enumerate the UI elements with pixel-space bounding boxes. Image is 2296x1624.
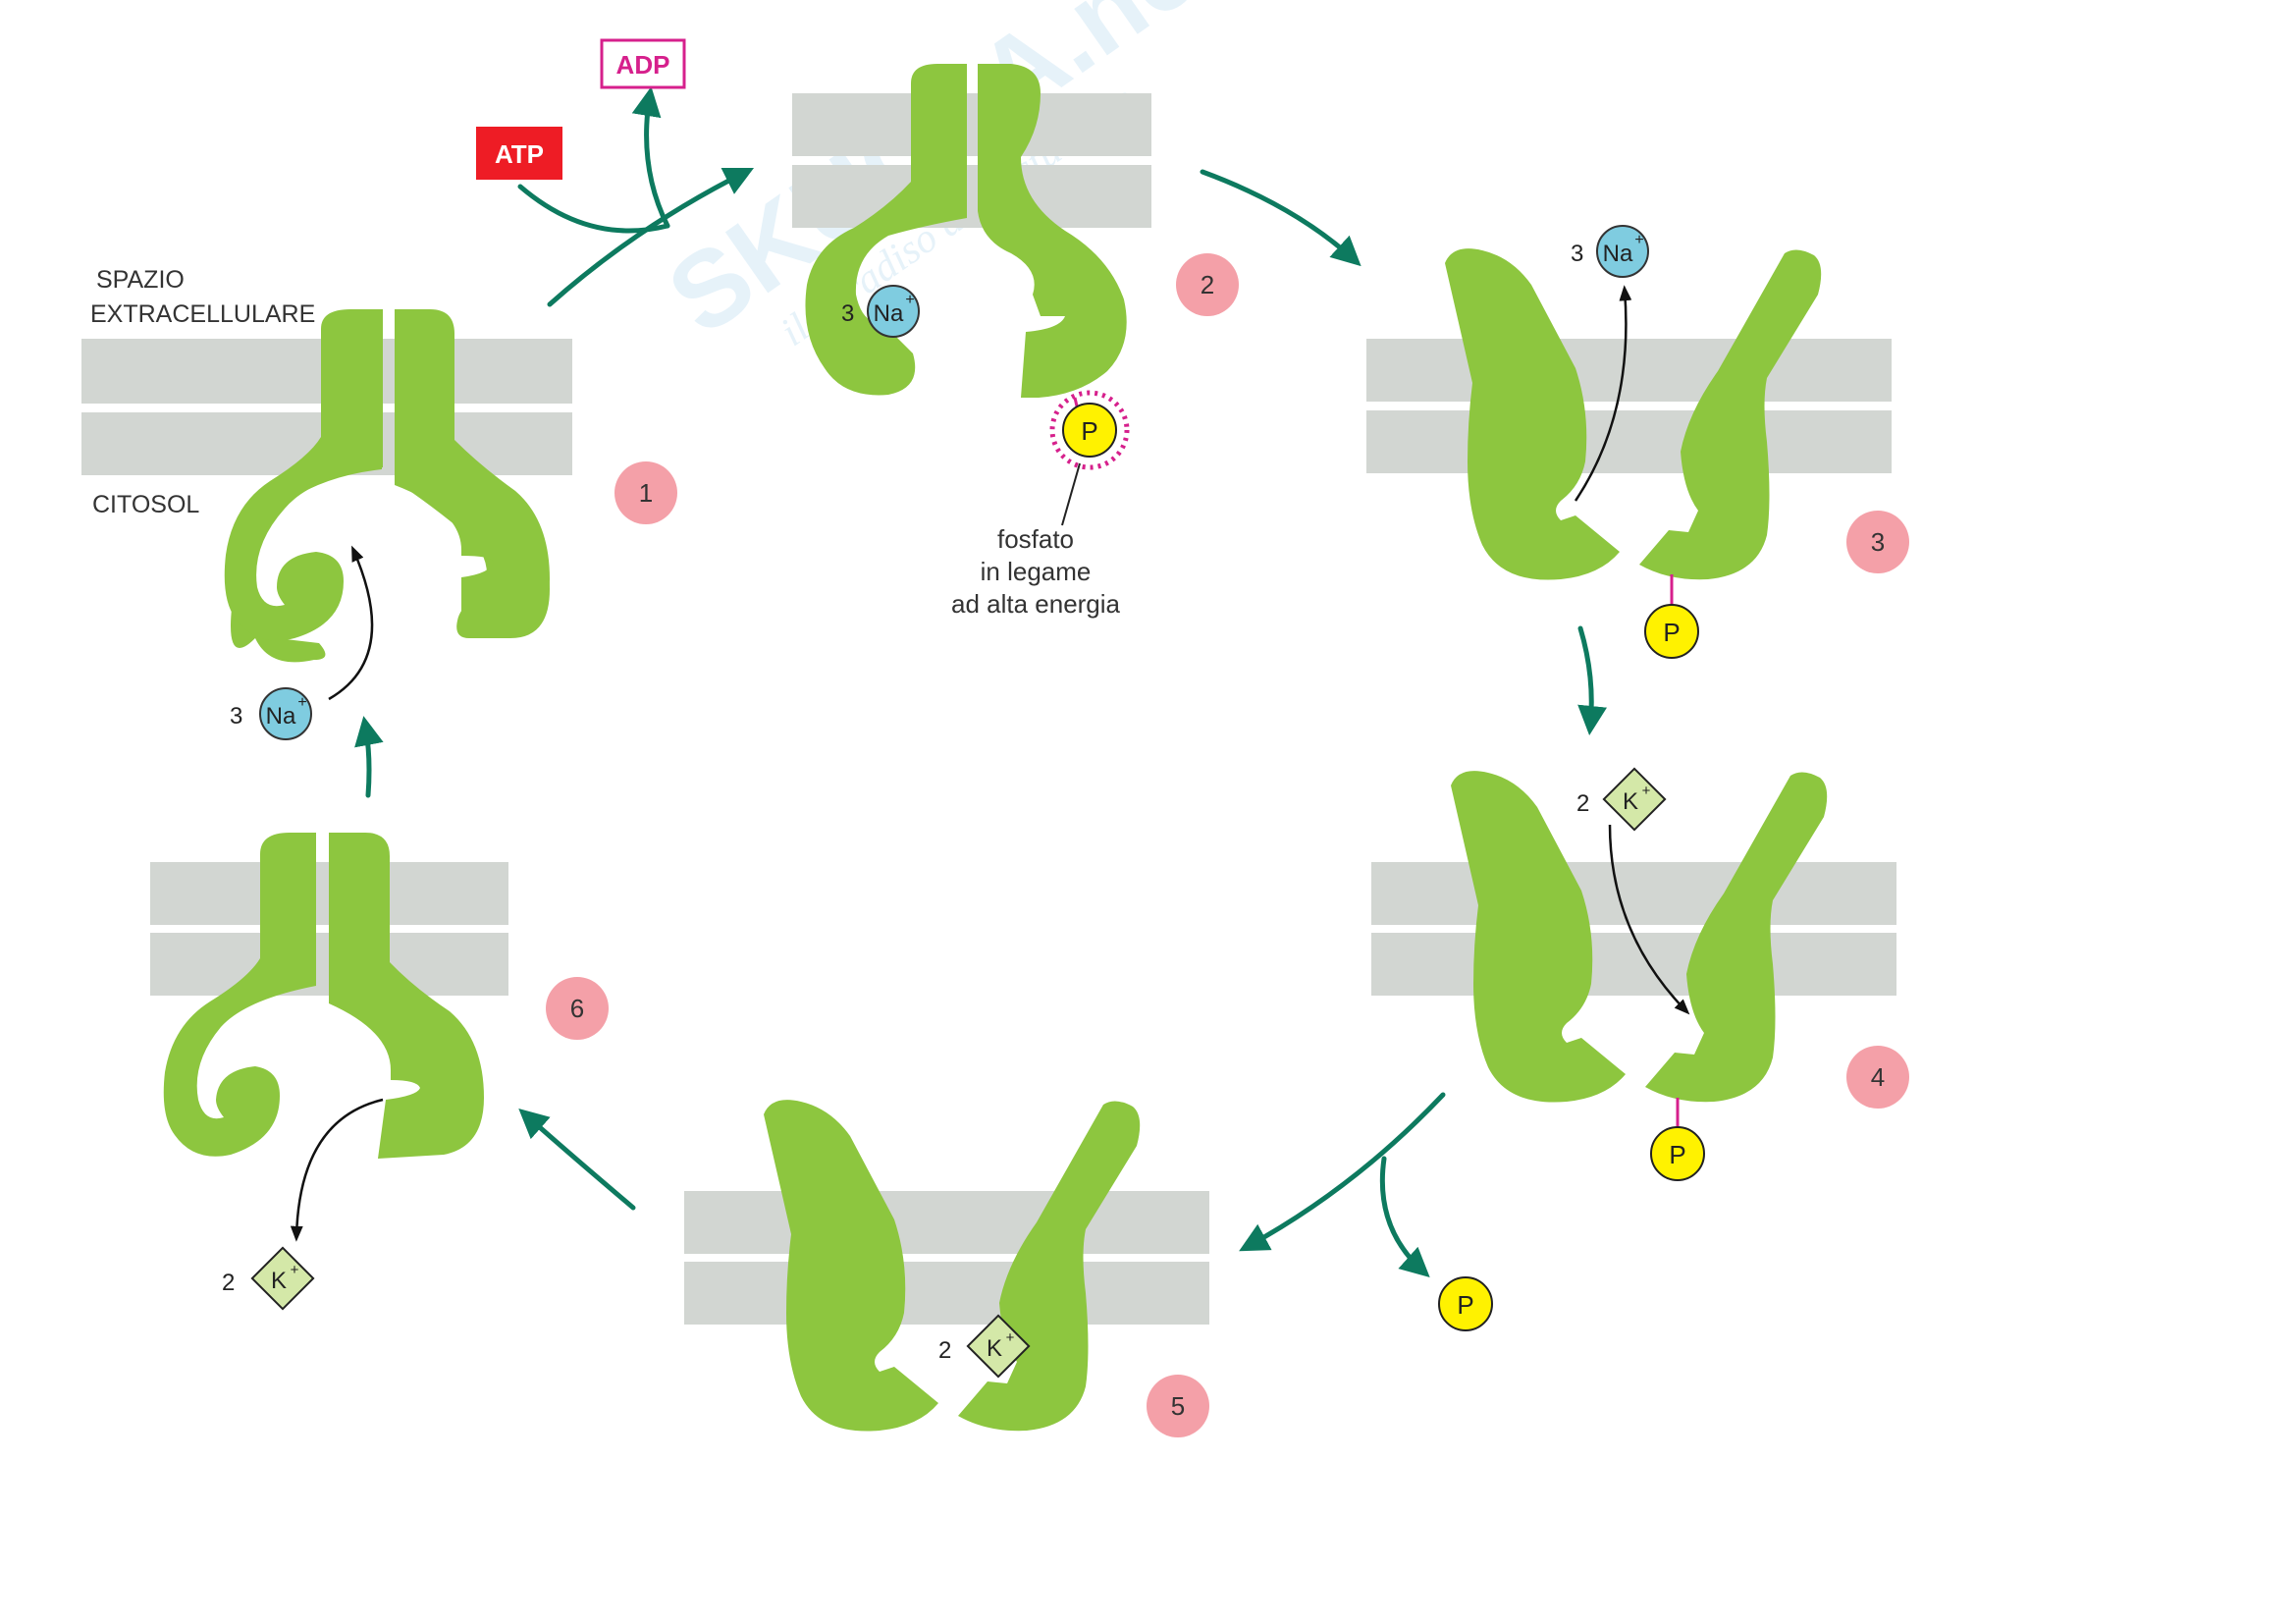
potassium-symbol-step-6: K <box>271 1268 287 1294</box>
phosphate-symbol-step-2: P <box>1081 416 1097 446</box>
potassium-count-step-5: 2 <box>938 1337 951 1364</box>
sodium-ions-step-3: 3 Na + <box>1571 225 1649 278</box>
sodium-release-arrow-3 <box>1574 285 1632 502</box>
sodium-count-step-3: 3 <box>1571 241 1583 267</box>
potassium-charge-step-5: + <box>1006 1329 1015 1346</box>
cytosol-label: CITOSOL <box>92 491 199 518</box>
step-number-5: 5 <box>1171 1391 1185 1421</box>
pump-1-right-body <box>395 309 550 636</box>
sodium-count-step-2: 3 <box>841 300 854 327</box>
pump-5-left-body <box>764 1100 938 1432</box>
pump-3-left-body <box>1445 248 1620 580</box>
phosphate-symbol-released: P <box>1457 1290 1473 1320</box>
membranes <box>81 93 1896 1325</box>
potassium-symbol-step-4: K <box>1623 788 1638 815</box>
membrane-2-outer <box>792 93 1151 156</box>
phosphate-step-4: P <box>1650 1098 1705 1181</box>
pump-3-right-body <box>1639 249 1822 580</box>
step-number-3: 3 <box>1871 527 1885 557</box>
potassium-charge-step-4: + <box>1642 783 1651 799</box>
membrane-3-inner <box>1366 410 1892 473</box>
phosphate-step-3: P <box>1644 574 1699 659</box>
pump-6-left-body <box>163 833 316 1157</box>
adp-box: ADP <box>600 38 686 89</box>
membrane-4-inner <box>1371 933 1896 996</box>
step-number-1: 1 <box>639 478 653 508</box>
step-number-6: 6 <box>570 994 584 1023</box>
potassium-ions-step-4: 2 K + <box>1576 767 1667 832</box>
membrane-3-outer <box>1366 339 1892 402</box>
membrane-4-outer <box>1371 862 1896 925</box>
arrow-phosphate-release <box>1379 1156 1430 1278</box>
arrow-adp-out <box>631 86 670 229</box>
phosphate-symbol-step-4: P <box>1669 1140 1685 1169</box>
sodium-symbol-step-1: Na <box>266 703 296 730</box>
sodium-charge-step-2: + <box>905 292 914 308</box>
step-badge-3: 3 <box>1846 511 1909 573</box>
arrow-atp-in <box>517 184 670 234</box>
sodium-charge-step-3: + <box>1634 232 1643 248</box>
sodium-bind-arrow-1 <box>328 545 374 701</box>
potassium-ions-step-6: 2 K + <box>222 1246 315 1311</box>
sodium-ions-step-2: 3 Na + <box>841 285 920 338</box>
pump-2-left-body <box>805 64 967 396</box>
ion-movement-arrows <box>290 285 1690 1242</box>
sodium-ions-step-1: 3 Na + <box>230 687 312 740</box>
arrow-step-5-to-6 <box>518 1109 636 1211</box>
pump-4-left-body <box>1451 771 1626 1103</box>
step-badge-1: 1 <box>614 461 677 524</box>
step-badge-2: 2 <box>1176 253 1239 316</box>
phosphate-label-line-1: fosfato <box>997 524 1074 554</box>
pump-1-left-body <box>224 309 383 641</box>
sodium-symbol-step-2: Na <box>874 300 904 327</box>
phosphate-label-line-3: ad alta energia <box>951 589 1121 619</box>
membrane-5-outer <box>684 1191 1209 1254</box>
extracellular-label-line-1: SPAZIO <box>96 266 185 294</box>
arrow-step-4-to-5 <box>1239 1092 1446 1252</box>
pump-4-right-body <box>1645 772 1828 1103</box>
phosphate-released: P <box>1438 1276 1493 1331</box>
potassium-charge-step-6: + <box>291 1262 299 1278</box>
membrane-5-inner <box>684 1262 1209 1325</box>
atp-label: ATP <box>495 139 544 169</box>
sodium-charge-step-1: + <box>297 694 306 711</box>
phosphate-high-energy-step-2: P <box>1049 390 1130 526</box>
step-badge-4: 4 <box>1846 1046 1909 1109</box>
pump-5-right-body <box>958 1101 1141 1432</box>
potassium-release-arrow-6 <box>290 1098 384 1242</box>
potassium-ions-step-5: 2 K + <box>938 1314 1031 1379</box>
arrow-step-2-to-3 <box>1200 169 1362 267</box>
arrow-step-3-to-4 <box>1577 625 1608 735</box>
potassium-count-step-6: 2 <box>222 1270 235 1296</box>
step-badge-5: 5 <box>1147 1375 1209 1437</box>
sodium-symbol-step-3: Na <box>1603 241 1633 267</box>
pump-2-right-body <box>978 64 1127 398</box>
arrow-step-6-to-1 <box>354 716 384 798</box>
potassium-bind-arrow-4 <box>1608 824 1690 1015</box>
potassium-symbol-step-5: K <box>987 1335 1002 1362</box>
sodium-count-step-1: 3 <box>230 703 242 730</box>
membrane-2-inner <box>792 165 1151 228</box>
extracellular-label-line-2: EXTRACELLULARE <box>90 300 315 328</box>
step-badges: 1 2 3 4 5 6 <box>546 253 1909 1437</box>
adp-label: ADP <box>616 50 670 80</box>
phosphate-label-line-2: in legame <box>981 557 1092 586</box>
step-badge-6: 6 <box>546 977 609 1040</box>
potassium-count-step-4: 2 <box>1576 790 1589 817</box>
cycle-arrows <box>354 86 1608 1278</box>
atp-box: ATP <box>476 127 562 180</box>
step-number-4: 4 <box>1871 1062 1885 1092</box>
pump-6-right-body <box>329 833 484 1159</box>
step-number-2: 2 <box>1201 270 1214 299</box>
phosphate-symbol-step-3: P <box>1663 618 1680 647</box>
